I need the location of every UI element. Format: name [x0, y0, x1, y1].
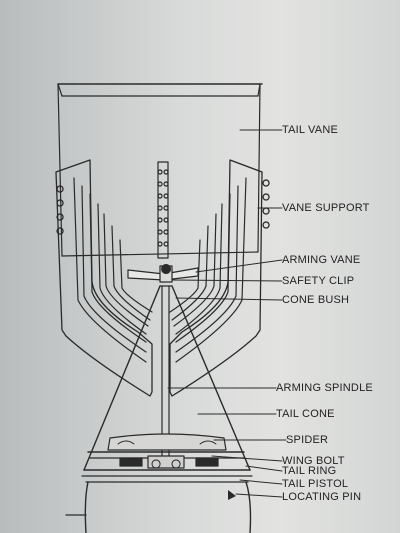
label-safety-clip: SAFETY CLIP — [282, 275, 355, 287]
arming-vane-shape — [127, 264, 199, 283]
right-vane-support — [169, 159, 270, 397]
label-vane-support: VANE SUPPORT — [282, 202, 370, 214]
label-tail-pistol: TAIL PISTOL — [282, 478, 349, 490]
label-wing-bolt: WING BOLT — [282, 455, 345, 467]
spider-assembly — [65, 433, 253, 533]
left-vane-support — [55, 159, 153, 397]
tail-cone-shape — [83, 285, 251, 471]
label-tail-ring: TAIL RING — [282, 465, 337, 477]
label-locating-pin: LOCATING PIN — [282, 491, 362, 503]
label-tail-cone: TAIL CONE — [276, 408, 335, 420]
label-arming-spindle: ARMING SPINDLE — [276, 382, 373, 394]
label-tail-vane: TAIL VANE — [282, 124, 338, 136]
label-spider: SPIDER — [286, 434, 329, 446]
leader-lines — [167, 129, 287, 498]
tail-vane-shape — [57, 83, 263, 257]
label-arming-vane: ARMING VANE — [282, 254, 361, 266]
label-cone-bush: CONE BUSH — [282, 294, 350, 306]
center-slot — [157, 161, 169, 259]
